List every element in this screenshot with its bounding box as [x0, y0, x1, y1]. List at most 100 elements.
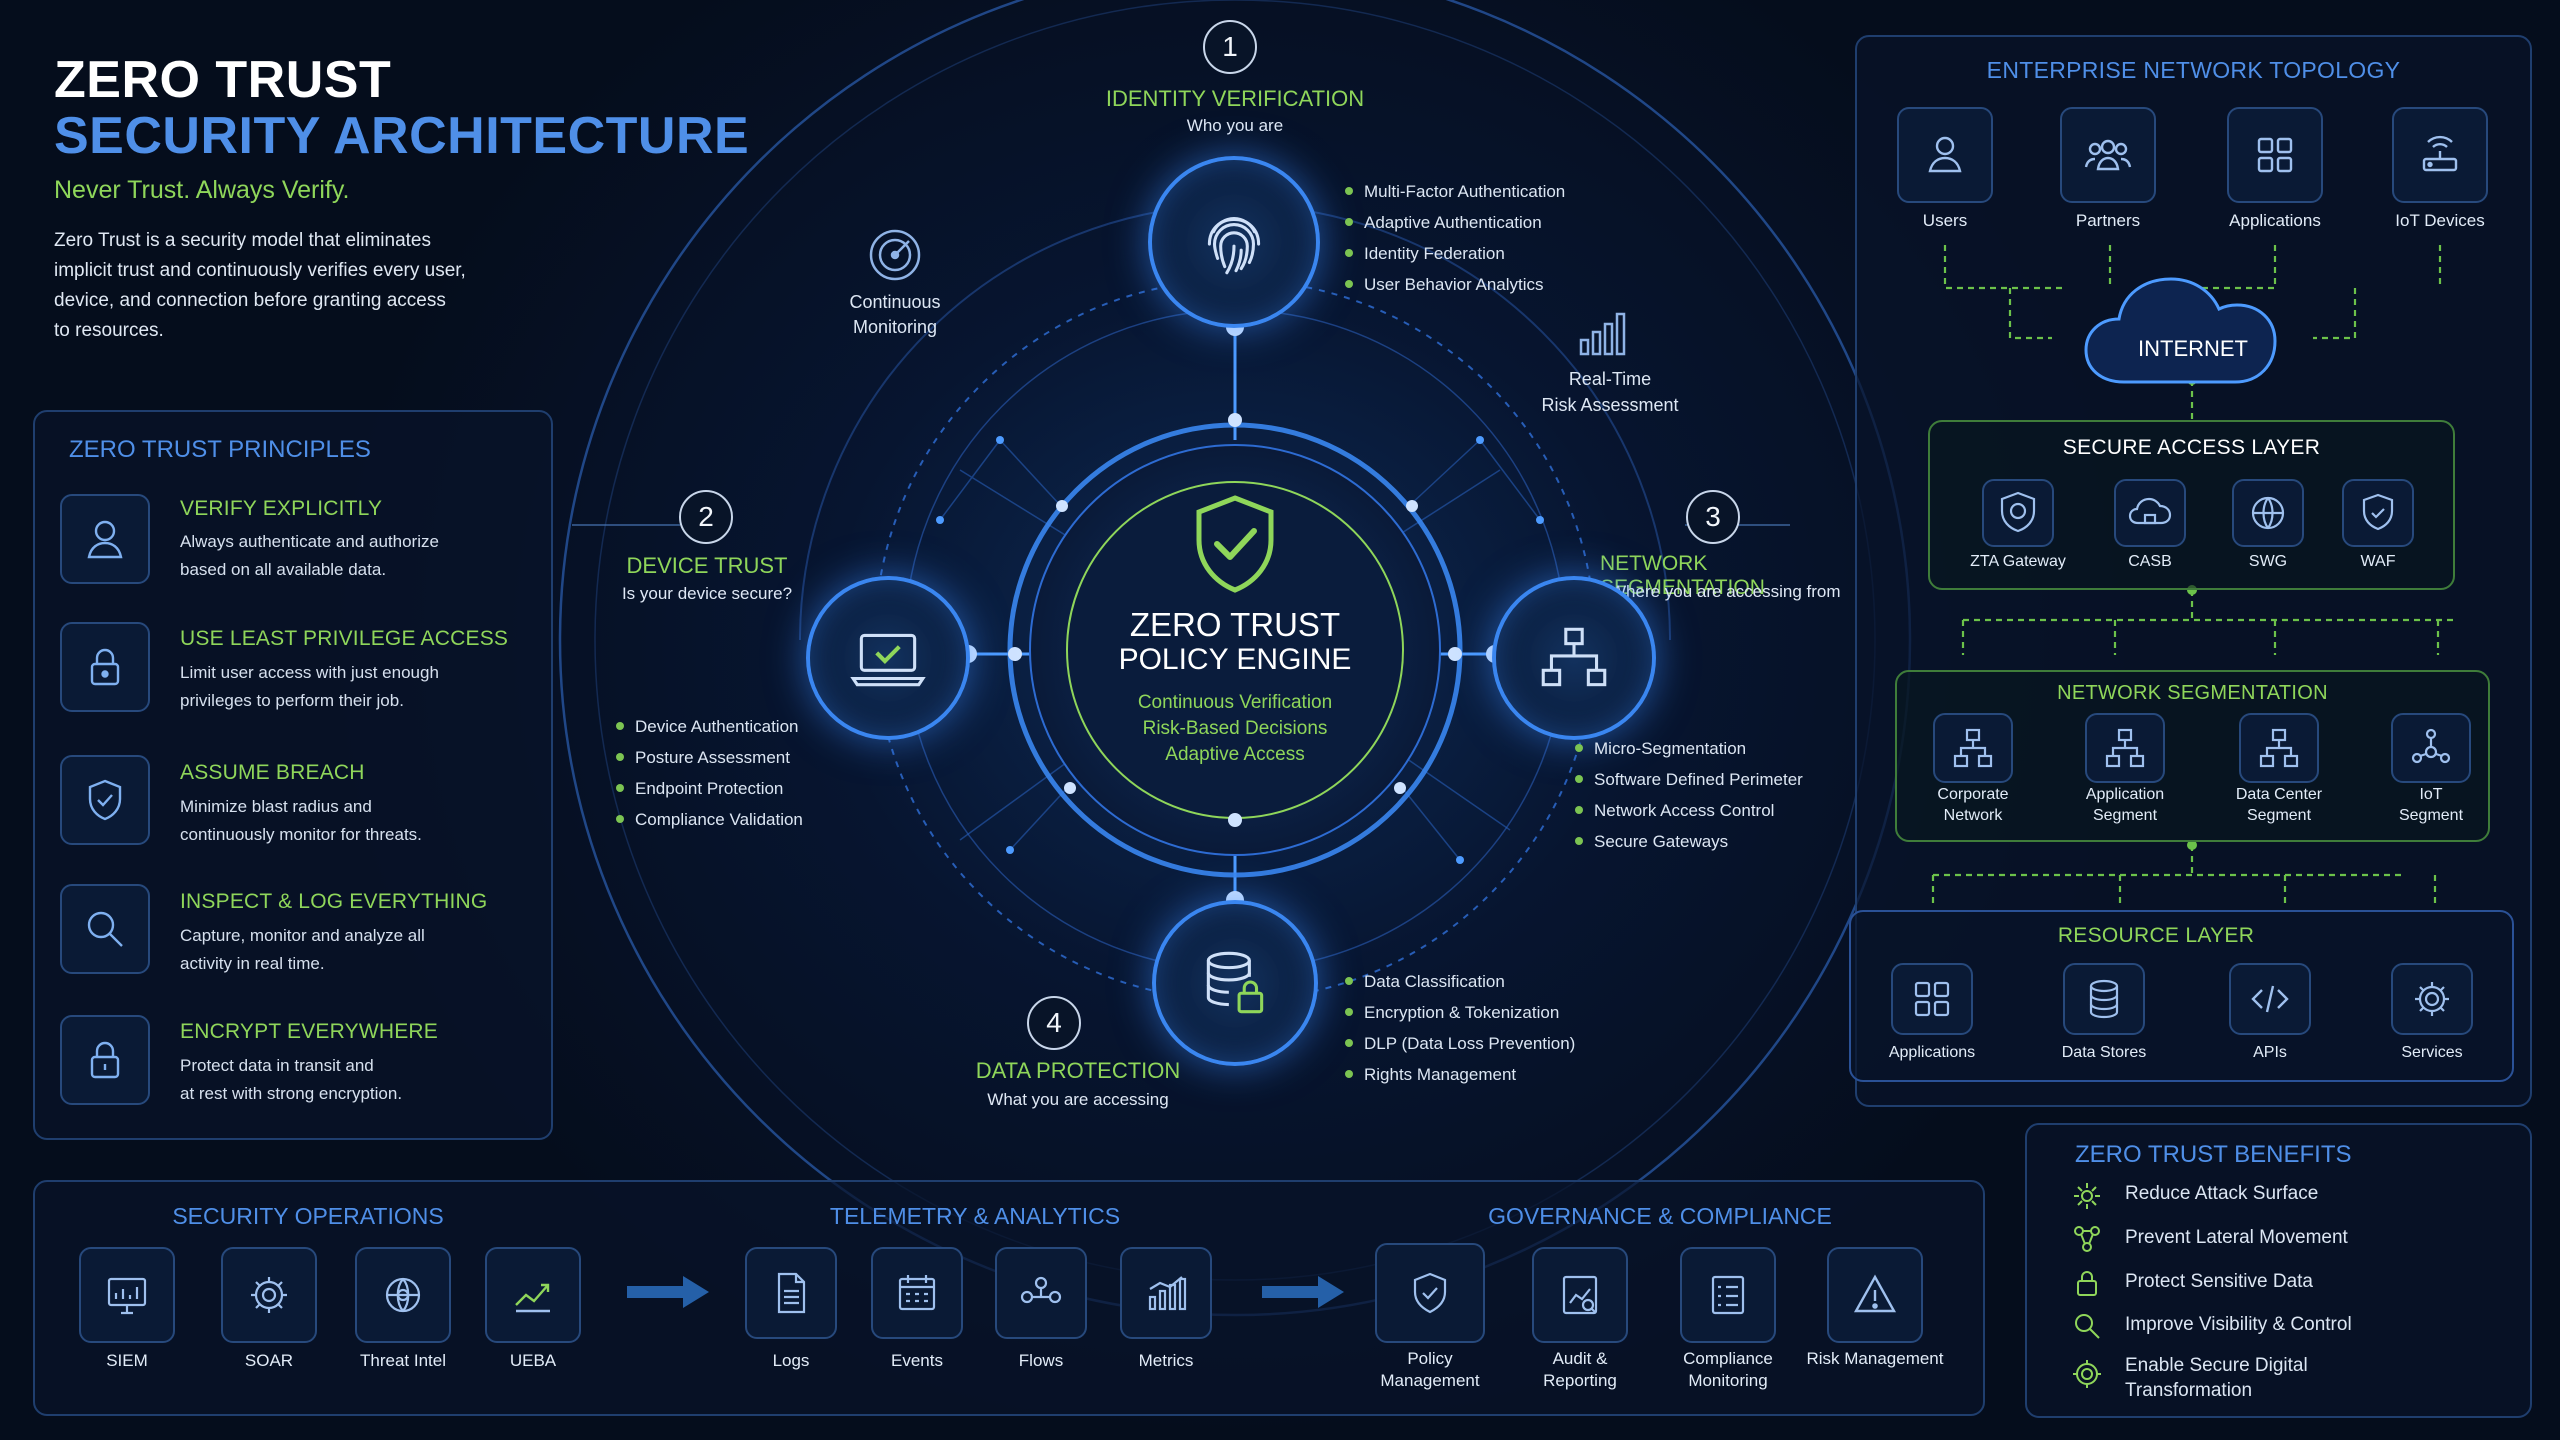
fingerprint-icon [1207, 217, 1261, 275]
topology-title: ENTERPRISE NETWORK TOPOLOGY [1986, 57, 2401, 83]
siem-monitor-icon[interactable] [79, 1247, 175, 1343]
secops-label: SOAR [244, 1351, 294, 1370]
services-gear-icon[interactable] [2391, 963, 2473, 1035]
intro-line: Zero Trust is a security model that elim… [54, 230, 431, 251]
bullet-item: Identity Federation [1345, 238, 1565, 269]
pillar-title: IDENTITY VERIFICATION [1105, 86, 1365, 111]
identity-pillar[interactable] [1148, 156, 1320, 328]
monitoring-label-line: Monitoring [852, 317, 938, 337]
users-icon[interactable] [1897, 107, 1993, 203]
flows-network-icon[interactable] [995, 1247, 1087, 1339]
engine-line: Risk-Based Decisions [1142, 718, 1328, 739]
governance-label-line: Monitoring [1688, 1371, 1768, 1390]
soar-gear-icon[interactable] [221, 1247, 317, 1343]
governance-title: GOVERNANCE & COMPLIANCE [1488, 1203, 1832, 1229]
engine-title-1: ZERO TRUST [1129, 606, 1341, 643]
waf-shield-icon[interactable] [2342, 479, 2414, 547]
secure-access-title-text: SECURE ACCESS LAYER [2062, 436, 2321, 459]
data-pillar[interactable] [1152, 900, 1318, 1066]
principle-desc: Always authenticate and authorize based … [180, 528, 439, 584]
network-pillar[interactable] [1492, 576, 1656, 740]
governance-label-line: Policy [1407, 1349, 1453, 1368]
resource-label: Data Stores [2061, 1044, 2147, 1061]
zta-gateway-icon[interactable] [1982, 479, 2054, 547]
device-pillar[interactable] [806, 576, 970, 740]
segment-label-line: Corporate [1937, 786, 2009, 803]
principle-desc: Limit user access with just enough privi… [180, 659, 439, 715]
segment-label-line: Network [1943, 807, 2003, 824]
benefit-item: Reduce Attack Surface [2125, 1183, 2319, 1204]
application-segment-icon[interactable] [2085, 713, 2165, 783]
risk-warning-icon[interactable] [1827, 1247, 1923, 1343]
apis-code-icon[interactable] [2229, 963, 2311, 1035]
bullet-item: Micro-Segmentation [1575, 733, 1803, 764]
policy-shield-icon[interactable] [1375, 1243, 1485, 1343]
principle-desc-line: at rest with strong encryption. [180, 1084, 403, 1103]
swg-globe-icon[interactable] [2232, 479, 2304, 547]
engine-line: Adaptive Access [1165, 744, 1305, 765]
segment-label-line: Data Center [2235, 786, 2323, 803]
secops-label: UEBA [509, 1351, 557, 1370]
monitoring-label-line: Continuous [849, 292, 941, 312]
principle-desc-line: Protect data in transit and [180, 1056, 374, 1075]
resource-label: APIs [2253, 1044, 2287, 1061]
threat-intel-globe-icon[interactable] [355, 1247, 451, 1343]
corporate-network-icon[interactable] [1933, 713, 2013, 783]
bullet-item: Device Authentication [616, 711, 803, 742]
bullet-item: Compliance Validation [616, 804, 803, 835]
compliance-checklist-icon[interactable] [1680, 1247, 1776, 1343]
source-label: Partners [2075, 211, 2141, 230]
engine-lines: Continuous Verification Risk-Based Decis… [1035, 690, 1435, 768]
pillar-number: 2 [679, 490, 733, 544]
pillar-title: NETWORK SEGMENTATION [1600, 552, 1765, 599]
principle-desc-line: continuously monitor for threats. [180, 825, 422, 844]
resource-title: RESOURCE LAYER [2057, 924, 2255, 947]
telemetry-label: Flows [1018, 1351, 1064, 1370]
internet-cloud-icon [2084, 277, 2277, 384]
data-stores-icon[interactable] [2063, 963, 2145, 1035]
principle-desc-line: Capture, monitor and analyze all [180, 926, 425, 945]
source-label: IoT Devices [2395, 211, 2485, 230]
iot-router-icon[interactable] [2392, 107, 2488, 203]
applications-grid-icon[interactable] [2227, 107, 2323, 203]
resource-label: Applications [1888, 1044, 1976, 1061]
benefit-item: Enable Secure Digital Transformation [2125, 1353, 2308, 1403]
intro-text: Zero Trust is a security model that elim… [54, 226, 466, 346]
logs-document-icon[interactable] [745, 1247, 837, 1339]
principle-title: INSPECT & LOG EVERYTHING [180, 890, 488, 913]
monitoring-radar-icon [869, 229, 921, 281]
casb-cloud-icon[interactable] [2114, 479, 2186, 547]
segment-label-line: Segment [2398, 807, 2464, 824]
governance-label-line: Reporting [1543, 1371, 1617, 1390]
principle-desc-line: privileges to perform their job. [180, 691, 404, 710]
bullet-item: DLP (Data Loss Prevention) [1345, 1028, 1575, 1059]
governance-label-line: Compliance [1683, 1349, 1773, 1368]
network-tree-icon [1541, 627, 1607, 687]
applications-grid-icon[interactable] [1891, 963, 1973, 1035]
governance-label-line: Management [1380, 1371, 1480, 1390]
metrics-bars-icon[interactable] [1120, 1247, 1212, 1339]
bullet-item: Encryption & Tokenization [1345, 997, 1575, 1028]
principle-desc: Protect data in transit and at rest with… [180, 1052, 402, 1108]
principle-desc: Minimize blast radius and continuously m… [180, 793, 422, 849]
segment-label-line: Application [2085, 786, 2165, 803]
identity-bullets: Multi-Factor Authentication Adaptive Aut… [1345, 176, 1565, 300]
database-lock-icon [1206, 951, 1264, 1014]
secops-title: SECURITY OPERATIONS [172, 1203, 444, 1229]
iot-segment-icon[interactable] [2391, 713, 2471, 783]
governance-label: Risk Management [1795, 1348, 1955, 1370]
laptop-check-icon [850, 633, 926, 687]
source-label: Applications [2229, 211, 2321, 230]
bullet-item: Software Defined Perimeter [1575, 764, 1803, 795]
data-center-segment-icon[interactable] [2239, 713, 2319, 783]
partners-icon[interactable] [2060, 107, 2156, 203]
network-bullets: Micro-Segmentation Software Defined Peri… [1575, 733, 1803, 857]
secure-access-label: CASB [2128, 553, 2172, 570]
flow-arrow-icon [627, 1276, 709, 1308]
ueba-trend-icon[interactable] [485, 1247, 581, 1343]
pillar-number: 4 [1027, 996, 1081, 1050]
events-calendar-icon[interactable] [871, 1247, 963, 1339]
governance-label-line: Risk Management [1806, 1349, 1944, 1368]
audit-report-icon[interactable] [1532, 1247, 1628, 1343]
secure-access-label: WAF [2360, 553, 2396, 570]
